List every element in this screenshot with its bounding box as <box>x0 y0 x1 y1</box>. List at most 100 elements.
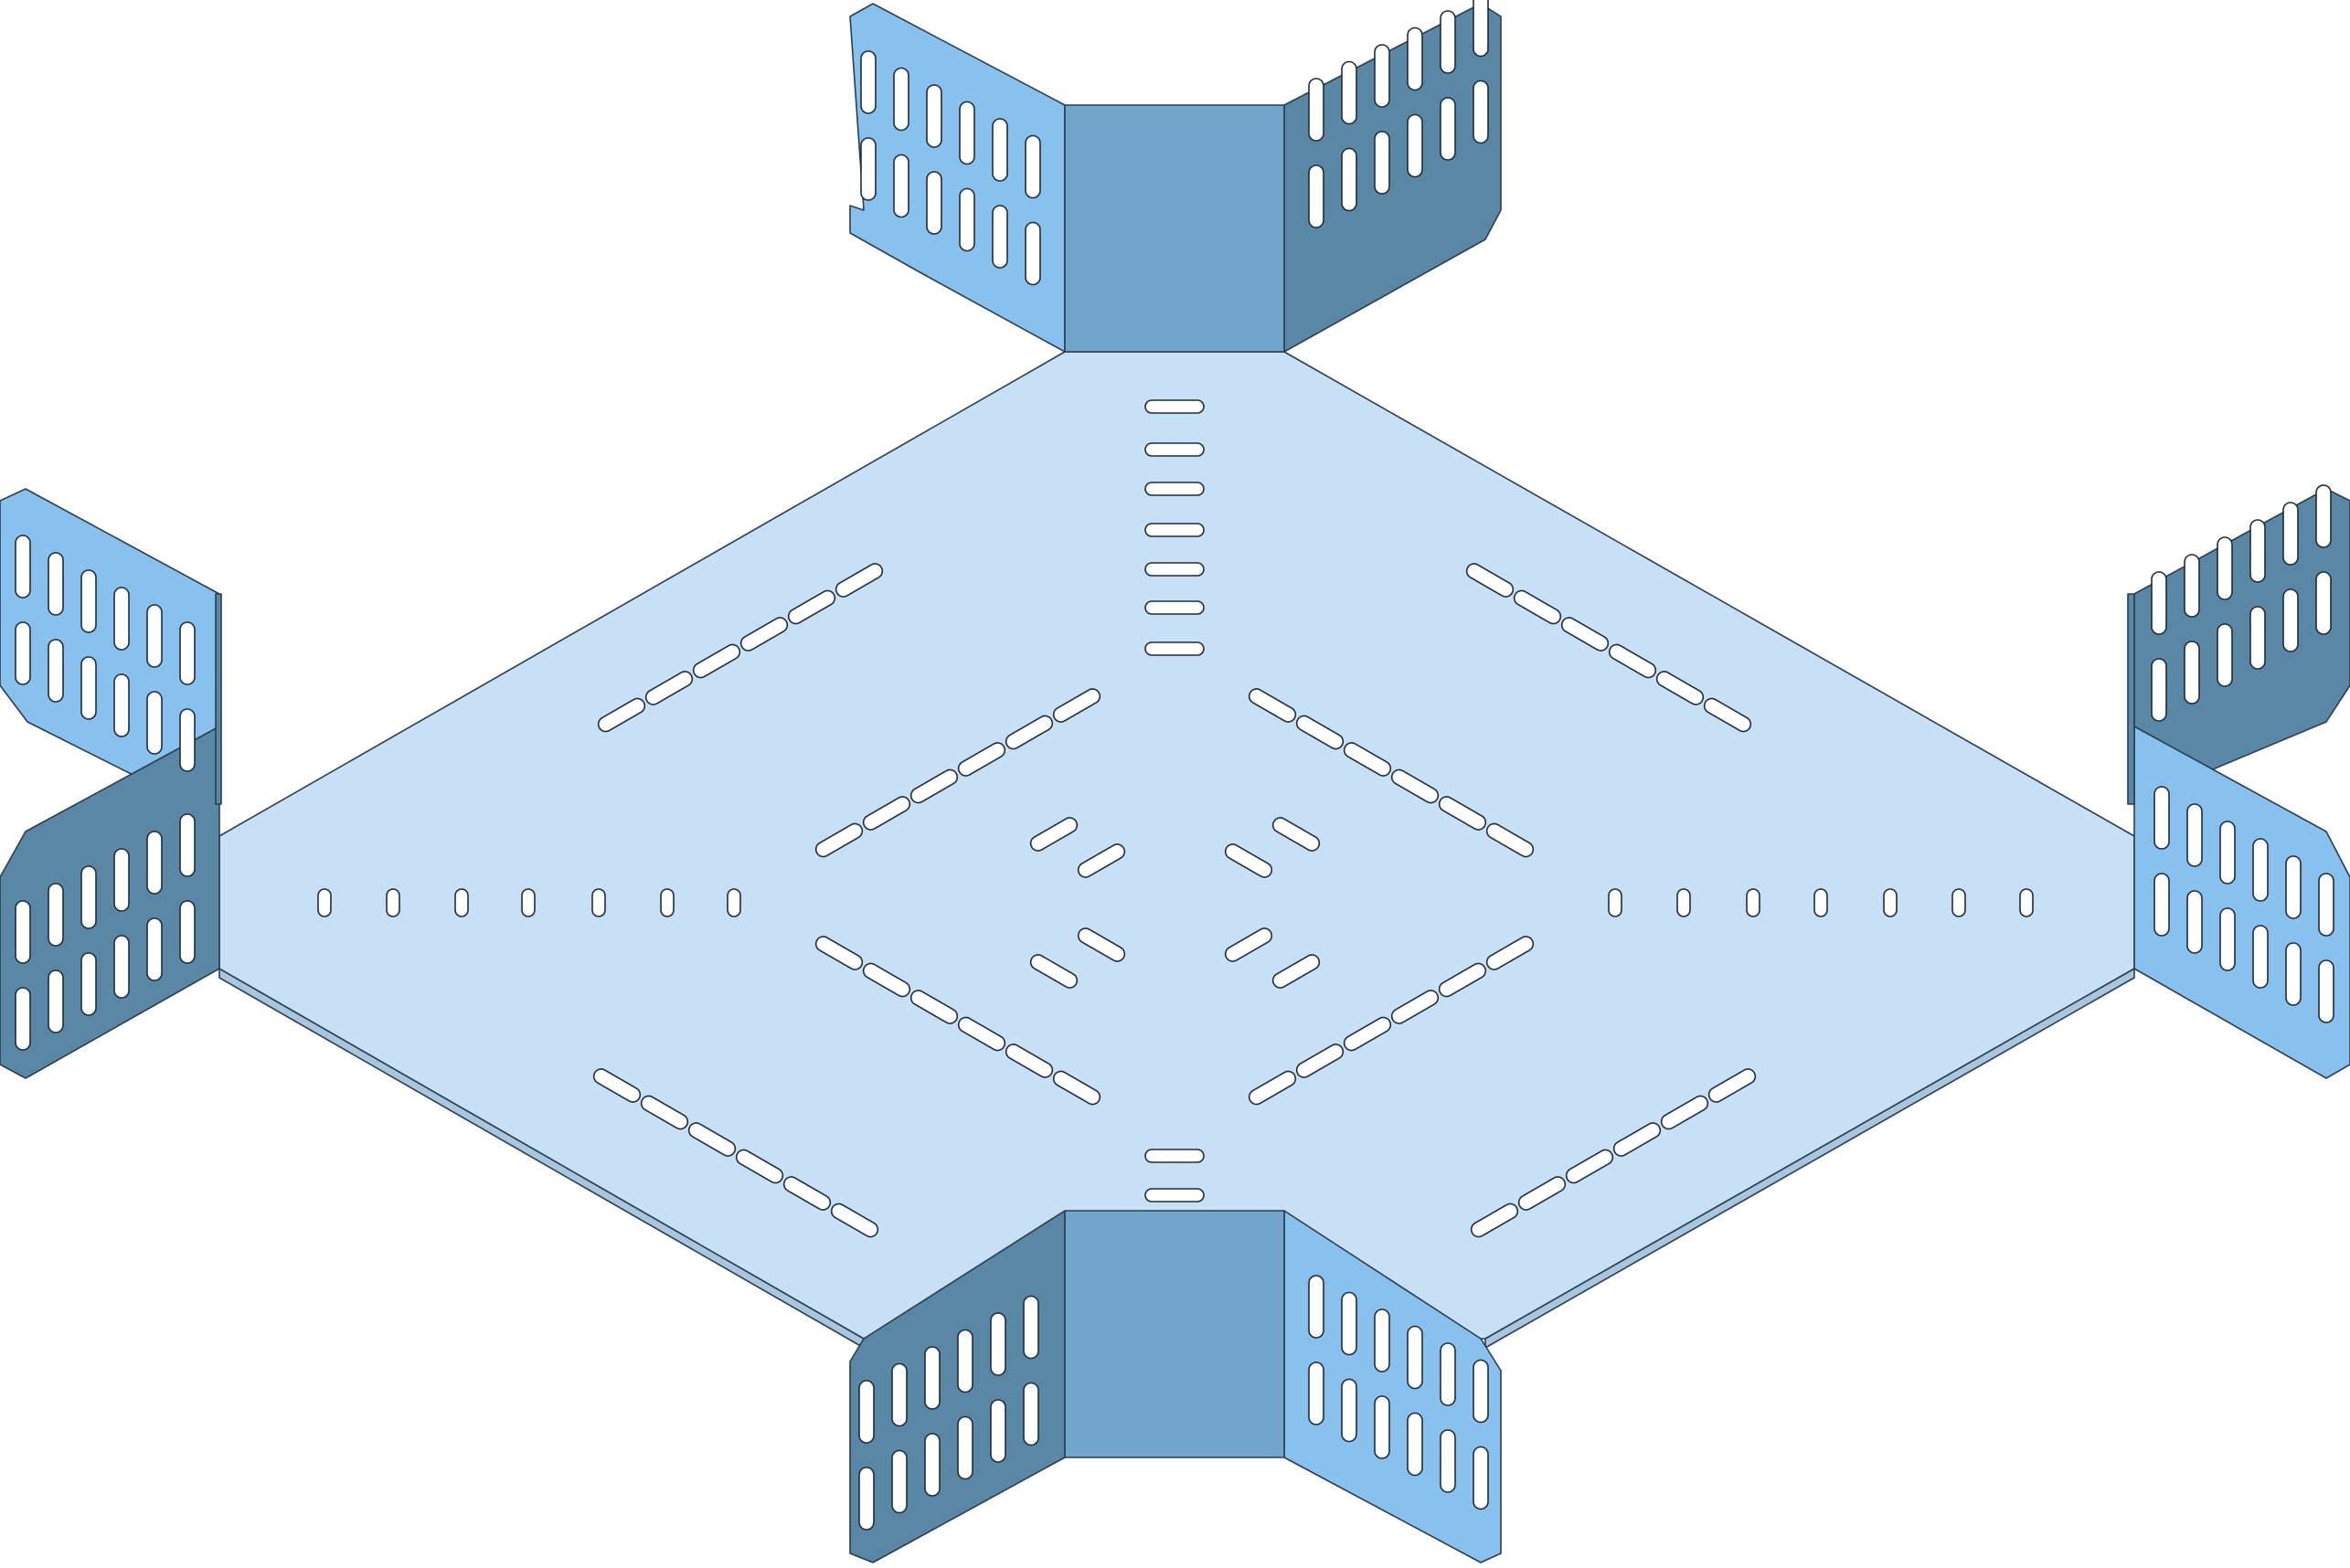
slot-inner-bl-5-hole <box>1052 1070 1101 1106</box>
slot-inner-br-5-hole <box>1248 1070 1297 1106</box>
slot-outer-bl-0 <box>592 1068 642 1103</box>
slot-outer-br-0 <box>1707 1068 1757 1103</box>
wall-right-back-slot-8-hole <box>2282 588 2299 652</box>
wall-left-front-slot-4-hole <box>80 865 97 929</box>
slot-center-bl-a-hole <box>1029 954 1079 989</box>
slot-inner-tl-3-hole <box>909 768 959 804</box>
wall-bottom-left-slot-11 <box>1023 1382 1039 1446</box>
slot-center-bl-b <box>1077 927 1126 962</box>
slot-inner-bl-3-hole <box>957 1016 1006 1052</box>
slot-inner-br-1-hole <box>1438 962 1487 998</box>
wall-right-front-slot-4 <box>2219 821 2236 885</box>
wall-left-back-edge <box>215 593 222 805</box>
slot-outer-tr-2 <box>1560 617 1610 652</box>
wall-left-front-slot-7-hole <box>113 935 130 999</box>
wall-left-back-slot-10-hole <box>179 621 196 685</box>
wall-left-back-slot-7-hole <box>113 673 130 737</box>
wall-bottom-right-slot-0 <box>1308 1275 1324 1339</box>
wall-top-right-slot-9 <box>1440 10 1456 74</box>
slot-right-4 <box>1883 888 1898 917</box>
wall-right-front-slot-1 <box>2153 873 2170 937</box>
wall-right-back-slot-2 <box>2184 641 2200 705</box>
wall-left-front-slot-1-hole <box>15 987 31 1051</box>
wall-bottom-left-slot-10 <box>1023 1295 1039 1360</box>
wall-right-front-slot-0-hole <box>2153 786 2170 850</box>
wall-left-front-slot-3 <box>48 969 64 1033</box>
wall-top-left-slot-0-hole <box>860 50 877 114</box>
wall-bottom-left-slot-3 <box>891 1449 908 1514</box>
wall-bottom-right-slot-4 <box>1374 1308 1390 1372</box>
slot-outer-br-5 <box>1470 1202 1519 1238</box>
slot-outer-br-2 <box>1612 1122 1662 1157</box>
wall-bottom-left-slot-7-hole <box>957 1415 973 1480</box>
wall-top-left-slot-2 <box>893 67 909 132</box>
wall-bottom-left-slot-4-hole <box>924 1346 941 1410</box>
wall-top-right-slot-5-hole <box>1374 44 1390 108</box>
slot-inner-bl-0-hole <box>814 936 864 970</box>
wall-bottom-left-slot-2-hole <box>891 1362 908 1427</box>
wall-left-front-slot-9 <box>146 917 163 981</box>
wall-top-right-slot-3-hole <box>1341 60 1357 125</box>
slot-left-4-hole <box>591 888 606 917</box>
wall-top-left-slot-5-hole <box>926 171 942 235</box>
slot-center-tl-b-hole <box>1077 843 1126 878</box>
slot-top-4-hole <box>1144 562 1205 577</box>
slot-inner-tl-0-hole <box>1052 688 1101 723</box>
slot-inner-tl-2 <box>957 742 1006 777</box>
wall-left-back-slot-11-hole <box>179 708 196 772</box>
slot-outer-tl-4-hole <box>644 671 694 705</box>
wall-top-left-slot-9 <box>992 205 1008 269</box>
wall-top-left-slot-9-hole <box>992 205 1008 269</box>
slot-bottom-0-hole <box>1144 1149 1205 1163</box>
wall-bottom-left-slot-11-hole <box>1023 1382 1039 1446</box>
slot-center-tl-a-hole <box>1029 817 1079 852</box>
slot-outer-tl-3-hole <box>692 643 741 679</box>
slot-inner-tl-2-hole <box>957 742 1006 777</box>
slot-outer-br-0-hole <box>1707 1068 1757 1103</box>
wall-left-back-slot-2-hole <box>48 552 64 616</box>
wall-top-left-slot-7-hole <box>959 187 975 252</box>
wall-top-right-slot-3 <box>1341 60 1357 125</box>
slot-outer-br-1 <box>1660 1095 1709 1130</box>
wall-right-back-edge <box>2127 593 2135 805</box>
wall-right-front-slot-4-hole <box>2219 821 2236 885</box>
slot-inner-tl-5 <box>814 822 864 858</box>
slot-center-tr-a-hole <box>1271 817 1321 852</box>
slot-inner-br-4-hole <box>1295 1044 1345 1078</box>
slot-top-4 <box>1144 562 1205 577</box>
slot-top-0-hole <box>1144 399 1205 414</box>
connector-top <box>1064 104 1285 353</box>
wall-right-back-slot-3-hole <box>2184 554 2200 618</box>
slot-outer-br-3 <box>1565 1149 1614 1184</box>
wall-bottom-right-slot-3 <box>1341 1378 1357 1443</box>
slot-inner-tl-1-hole <box>1005 715 1054 750</box>
slot-bottom-1-hole <box>1144 1188 1205 1202</box>
slot-outer-bl-2-hole <box>687 1122 737 1157</box>
slot-top-0 <box>1144 399 1205 414</box>
wall-left-front-slot-8 <box>146 831 163 895</box>
slot-inner-bl-1 <box>862 962 911 998</box>
wall-left-front-slot-7 <box>113 935 130 999</box>
wall-right-front-slot-9-hole <box>2285 942 2302 1006</box>
wall-bottom-left-slot-6-hole <box>957 1329 973 1393</box>
wall-right-back-slot-7-hole <box>2249 519 2266 583</box>
slot-inner-bl-4 <box>1005 1044 1054 1078</box>
wall-right-back-slot-6-hole <box>2249 606 2266 670</box>
wall-bottom-left-slot-4 <box>924 1346 941 1410</box>
wall-left-back-slot-10 <box>179 621 196 685</box>
slot-inner-bl-2 <box>909 990 959 1024</box>
wall-top-left-slot-5 <box>926 171 942 235</box>
wall-bottom-right-slot-11 <box>1473 1446 1489 1510</box>
slot-outer-tl-2-hole <box>739 617 789 652</box>
wall-right-front-slot-11 <box>2318 959 2334 1023</box>
slot-outer-tr-2-hole <box>1560 617 1610 652</box>
wall-top-left-slot-0 <box>860 50 877 114</box>
slot-top-1-hole <box>1144 442 1205 457</box>
wall-right-back-slot-8 <box>2282 588 2299 652</box>
slot-inner-tl-5-hole <box>814 822 864 858</box>
wall-right-front-slot-8-hole <box>2285 855 2302 919</box>
wall-bottom-right-slot-3-hole <box>1341 1378 1357 1443</box>
slot-outer-br-4 <box>1517 1176 1567 1211</box>
wall-bottom-left-slot-3-hole <box>891 1449 908 1514</box>
